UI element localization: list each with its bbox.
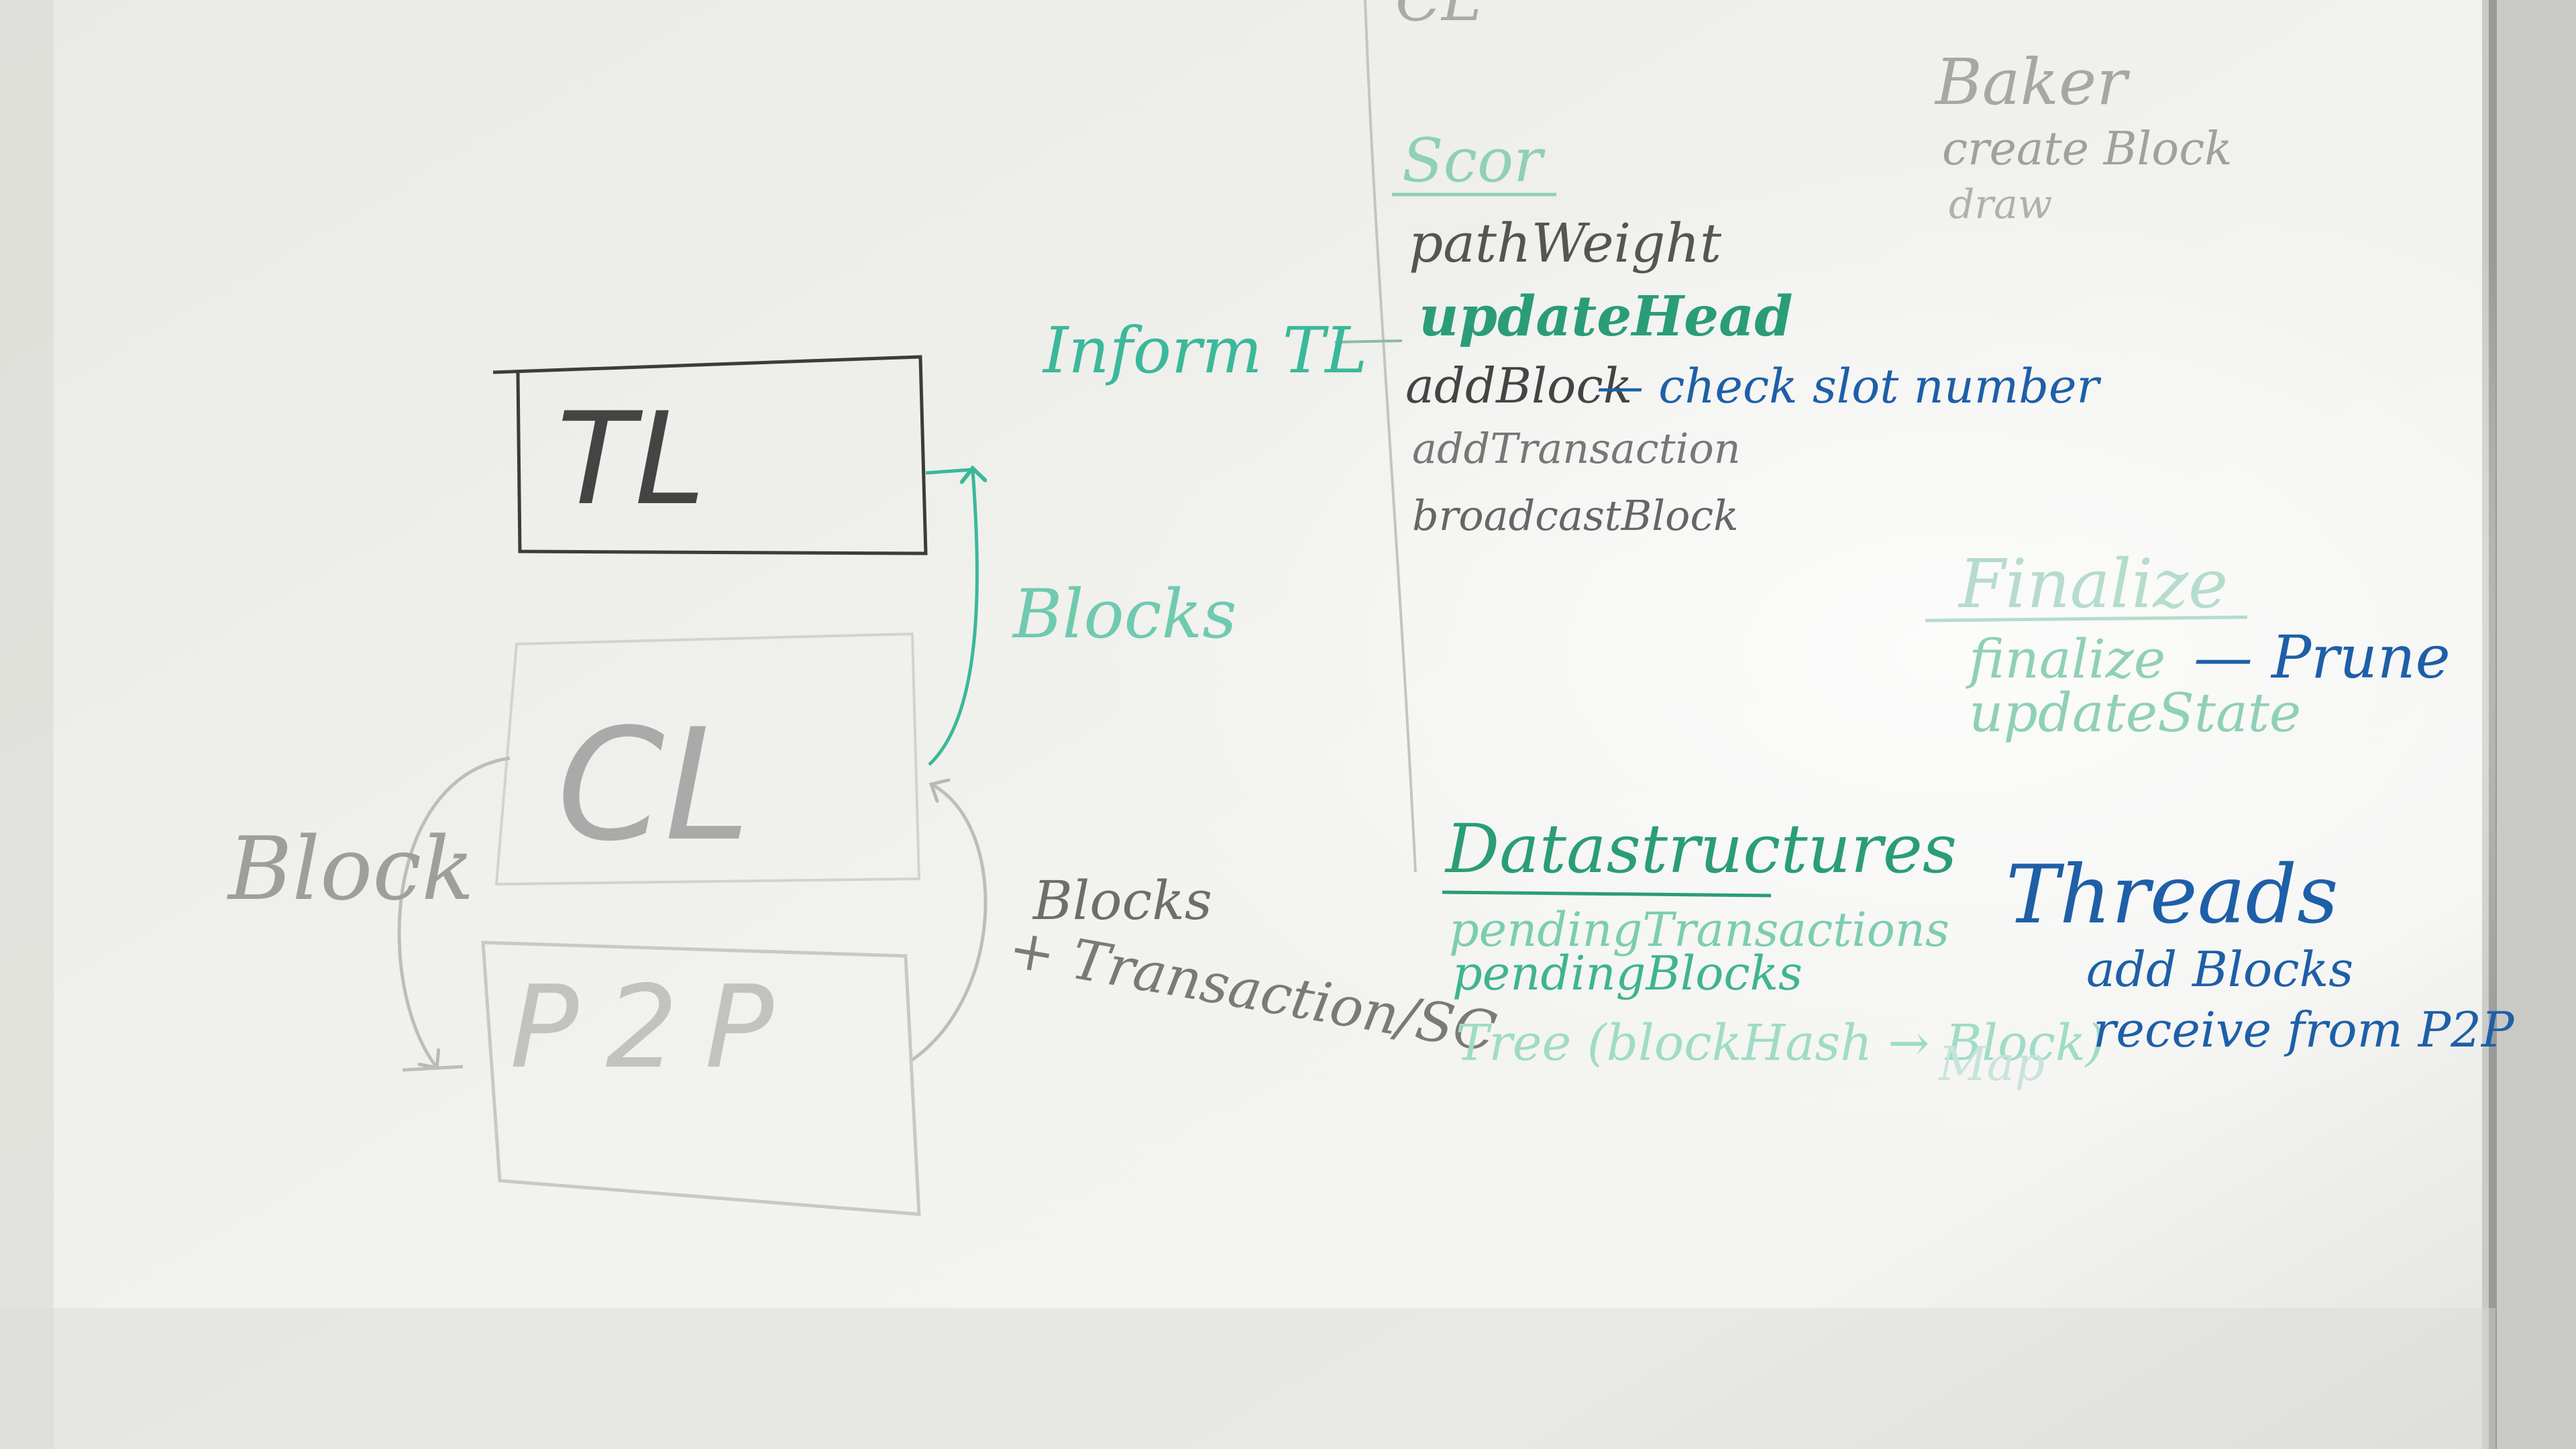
- scor-item-pathweight: pathWeight: [1409, 212, 1722, 274]
- threads-heading: Threads: [2006, 849, 2339, 942]
- threads-item-add-blocks: add Blocks: [2086, 941, 2353, 998]
- baker-item-create-block: create Block: [1942, 123, 2233, 176]
- label-block-left: Block: [227, 818, 474, 920]
- baker-section: Baker create Block draw: [1934, 46, 2233, 228]
- top-fragment: CL: [1395, 0, 1482, 35]
- label-blocks-up: Blocks: [1012, 575, 1237, 653]
- light-glare: [0, 0, 2496, 1449]
- tl-box: TL: [492, 355, 928, 555]
- scor-item-updatehead: updateHead: [1419, 284, 1793, 349]
- board-frame-right: [2482, 0, 2576, 1449]
- finalize-prune: — Prune: [2194, 623, 2451, 692]
- baker-item-draw: draw: [1949, 181, 2052, 228]
- finalize-item-finalize: finalize: [1966, 628, 2165, 690]
- scor-addblock-note: — check slot number: [1597, 359, 2101, 414]
- datastructures-section: Datastructures pendingTransactions pendi…: [1442, 810, 2105, 1091]
- scor-item-addtransaction: addTransaction: [1412, 424, 1741, 473]
- datastructures-map: Map: [1937, 1036, 2045, 1091]
- arrow-tl-tick: [925, 468, 973, 475]
- arrow-p2p-tick: [402, 1065, 464, 1072]
- cl-box-label: CL: [557, 696, 751, 875]
- datastructures-item-pendingblocks: pendingBlocks: [1452, 946, 1803, 1001]
- label-inform-tl: Inform TL: [1042, 314, 1367, 388]
- scor-section: Scor pathWeight updateHead addBlock — ch…: [1392, 125, 2101, 540]
- datastructures-heading: Datastructures: [1444, 810, 1957, 888]
- scor-item-addblock: addBlock: [1405, 358, 1632, 414]
- datastructures-item-tree: Tree (blockHash → Block): [1456, 1014, 2105, 1072]
- scor-item-broadcastblock: broadcastBlock: [1412, 491, 1739, 540]
- finalize-item-updatestate: updateState: [1969, 682, 2301, 744]
- bottom-shadow: [0, 1308, 2496, 1449]
- scor-heading: Scor: [1402, 125, 1546, 196]
- tl-box-label: TL: [557, 385, 706, 533]
- arrow-p2p-to-cl: [911, 785, 987, 1062]
- threads-item-receive-from-p2p: receive from P2P: [2093, 1002, 2515, 1058]
- cl-box: CL: [494, 632, 921, 886]
- p2p-box-label: P2P: [510, 961, 800, 1094]
- finalize-section: Finalize finalize — Prune updateState: [1925, 545, 2451, 744]
- datastructures-item-pendingtransactions: pendingTransactions: [1449, 902, 1949, 957]
- label-blocks-right: Blocks: [1032, 869, 1212, 932]
- finalize-heading: Finalize: [1957, 545, 2228, 623]
- baker-heading: Baker: [1934, 46, 2131, 119]
- divider-line: [1364, 0, 1417, 873]
- arrow-cl-to-p2p: [397, 756, 511, 1067]
- inform-connector: [1334, 339, 1403, 343]
- board-frame-left: [0, 0, 54, 1449]
- threads-section: Threads add Blocks receive from P2P: [2006, 849, 2515, 1058]
- p2p-box: P2P: [481, 941, 921, 1216]
- arrow-cl-to-tl: [928, 470, 977, 766]
